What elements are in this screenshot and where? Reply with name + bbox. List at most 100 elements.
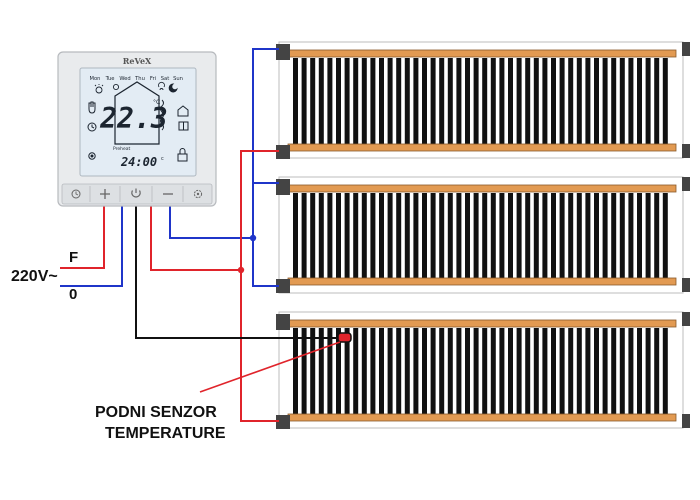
power-button[interactable] bbox=[120, 184, 152, 204]
copper-bus-bottom bbox=[287, 143, 677, 152]
carbon-stripe bbox=[422, 193, 427, 278]
carbon-stripe bbox=[473, 58, 479, 144]
heat-wave-icon bbox=[160, 99, 164, 131]
film-end-cap bbox=[682, 312, 690, 326]
carbon-stripe bbox=[370, 193, 376, 278]
carbon-stripe bbox=[585, 58, 591, 144]
clock-button[interactable] bbox=[62, 184, 90, 204]
film-end-cap bbox=[682, 177, 690, 191]
sensor-pointer-line bbox=[199, 341, 341, 393]
carbon-stripe bbox=[439, 193, 445, 278]
plus-button[interactable] bbox=[90, 184, 120, 204]
carbon-stripe bbox=[447, 193, 453, 278]
carbon-stripe bbox=[336, 193, 341, 278]
film-terminal bbox=[276, 179, 290, 195]
carbon-stripe bbox=[353, 328, 359, 414]
carbon-stripe bbox=[662, 328, 668, 414]
phase-junction bbox=[237, 266, 245, 274]
power-button-hitbox[interactable] bbox=[120, 184, 152, 204]
film-terminal bbox=[276, 314, 290, 330]
thermostat: ReVeX Mon Tue Wed Thu Fri Sat Sun bbox=[57, 51, 217, 207]
neutral-wiring bbox=[60, 48, 279, 287]
home-mode-icon bbox=[177, 105, 189, 117]
voltage-label: 220V~ bbox=[11, 268, 58, 285]
phase-bus-wire bbox=[240, 150, 279, 422]
carbon-stripe bbox=[516, 193, 522, 278]
carbon-stripe bbox=[465, 193, 470, 278]
carbon-stripe bbox=[439, 58, 445, 144]
carbon-stripe bbox=[293, 328, 298, 414]
carbon-stripe bbox=[662, 193, 668, 278]
heating-film-stripes bbox=[293, 58, 668, 144]
carbon-stripe bbox=[542, 58, 548, 144]
weekday-thu: Thu bbox=[134, 76, 145, 82]
carbon-stripe bbox=[336, 328, 341, 414]
carbon-stripe bbox=[430, 328, 436, 414]
film-end-cap bbox=[682, 144, 690, 158]
carbon-stripe bbox=[499, 58, 505, 144]
time-suffix: c bbox=[161, 156, 164, 162]
carbon-stripe bbox=[447, 328, 453, 414]
carbon-stripe bbox=[379, 58, 384, 144]
carbon-stripe bbox=[551, 193, 556, 278]
clock-icon bbox=[71, 189, 81, 199]
carbon-stripe bbox=[490, 58, 496, 144]
carbon-stripe bbox=[404, 58, 410, 144]
carbon-stripe bbox=[508, 193, 513, 278]
gear-center bbox=[196, 192, 200, 196]
neutral-label: 0 bbox=[69, 286, 77, 303]
minus-button[interactable] bbox=[152, 184, 183, 204]
carbon-stripe bbox=[551, 58, 556, 144]
carbon-stripe bbox=[602, 193, 608, 278]
sun-icon bbox=[95, 86, 103, 94]
carbon-stripe bbox=[533, 328, 539, 414]
carbon-stripe bbox=[327, 193, 333, 278]
thermostat-brand: ReVeX bbox=[123, 56, 152, 66]
carbon-stripe bbox=[318, 328, 324, 414]
weekday-row: Mon Tue Wed Thu Fri Sat Sun bbox=[90, 76, 183, 82]
carbon-stripe bbox=[413, 58, 419, 144]
carbon-stripe bbox=[379, 193, 384, 278]
house-outline bbox=[114, 81, 160, 145]
carbon-stripe bbox=[654, 328, 660, 414]
carbon-stripe bbox=[654, 193, 660, 278]
carbon-stripe bbox=[645, 193, 651, 278]
gear-center bbox=[90, 154, 94, 158]
clock-hands bbox=[91, 124, 95, 129]
carbon-stripe bbox=[654, 58, 660, 144]
wifi-icon bbox=[158, 81, 165, 91]
sun-rays bbox=[94, 84, 104, 87]
carbon-stripe bbox=[318, 193, 324, 278]
carbon-stripe bbox=[611, 328, 617, 414]
carbon-stripe bbox=[396, 328, 402, 414]
carbon-stripe bbox=[361, 193, 367, 278]
neutral-supply-wire bbox=[60, 203, 123, 287]
film-terminal bbox=[276, 145, 290, 159]
copper-bus-top bbox=[287, 319, 677, 328]
carbon-stripe bbox=[542, 328, 548, 414]
phase-supply-wire bbox=[60, 203, 105, 269]
carbon-stripe bbox=[619, 58, 625, 144]
carbon-stripe bbox=[301, 58, 307, 144]
carbon-stripe bbox=[301, 193, 307, 278]
sun-icon bbox=[112, 83, 120, 91]
hand-icon bbox=[88, 101, 96, 114]
carbon-stripe bbox=[361, 58, 367, 144]
settings-button[interactable] bbox=[183, 184, 212, 204]
carbon-stripe bbox=[542, 193, 548, 278]
carbon-stripe bbox=[628, 193, 634, 278]
carbon-stripe bbox=[318, 58, 324, 144]
clock-icon bbox=[87, 122, 97, 132]
heating-film-1 bbox=[276, 41, 690, 159]
carbon-stripe bbox=[499, 328, 505, 414]
gear-icon bbox=[88, 152, 96, 160]
heating-film-stripes bbox=[293, 328, 668, 414]
carbon-stripe bbox=[353, 193, 359, 278]
carbon-stripe bbox=[482, 193, 488, 278]
carbon-stripe bbox=[619, 328, 625, 414]
carbon-stripe bbox=[327, 328, 333, 414]
carbon-stripe bbox=[637, 193, 642, 278]
carbon-stripe bbox=[645, 328, 651, 414]
carbon-stripe bbox=[594, 58, 599, 144]
carbon-stripe bbox=[327, 58, 333, 144]
